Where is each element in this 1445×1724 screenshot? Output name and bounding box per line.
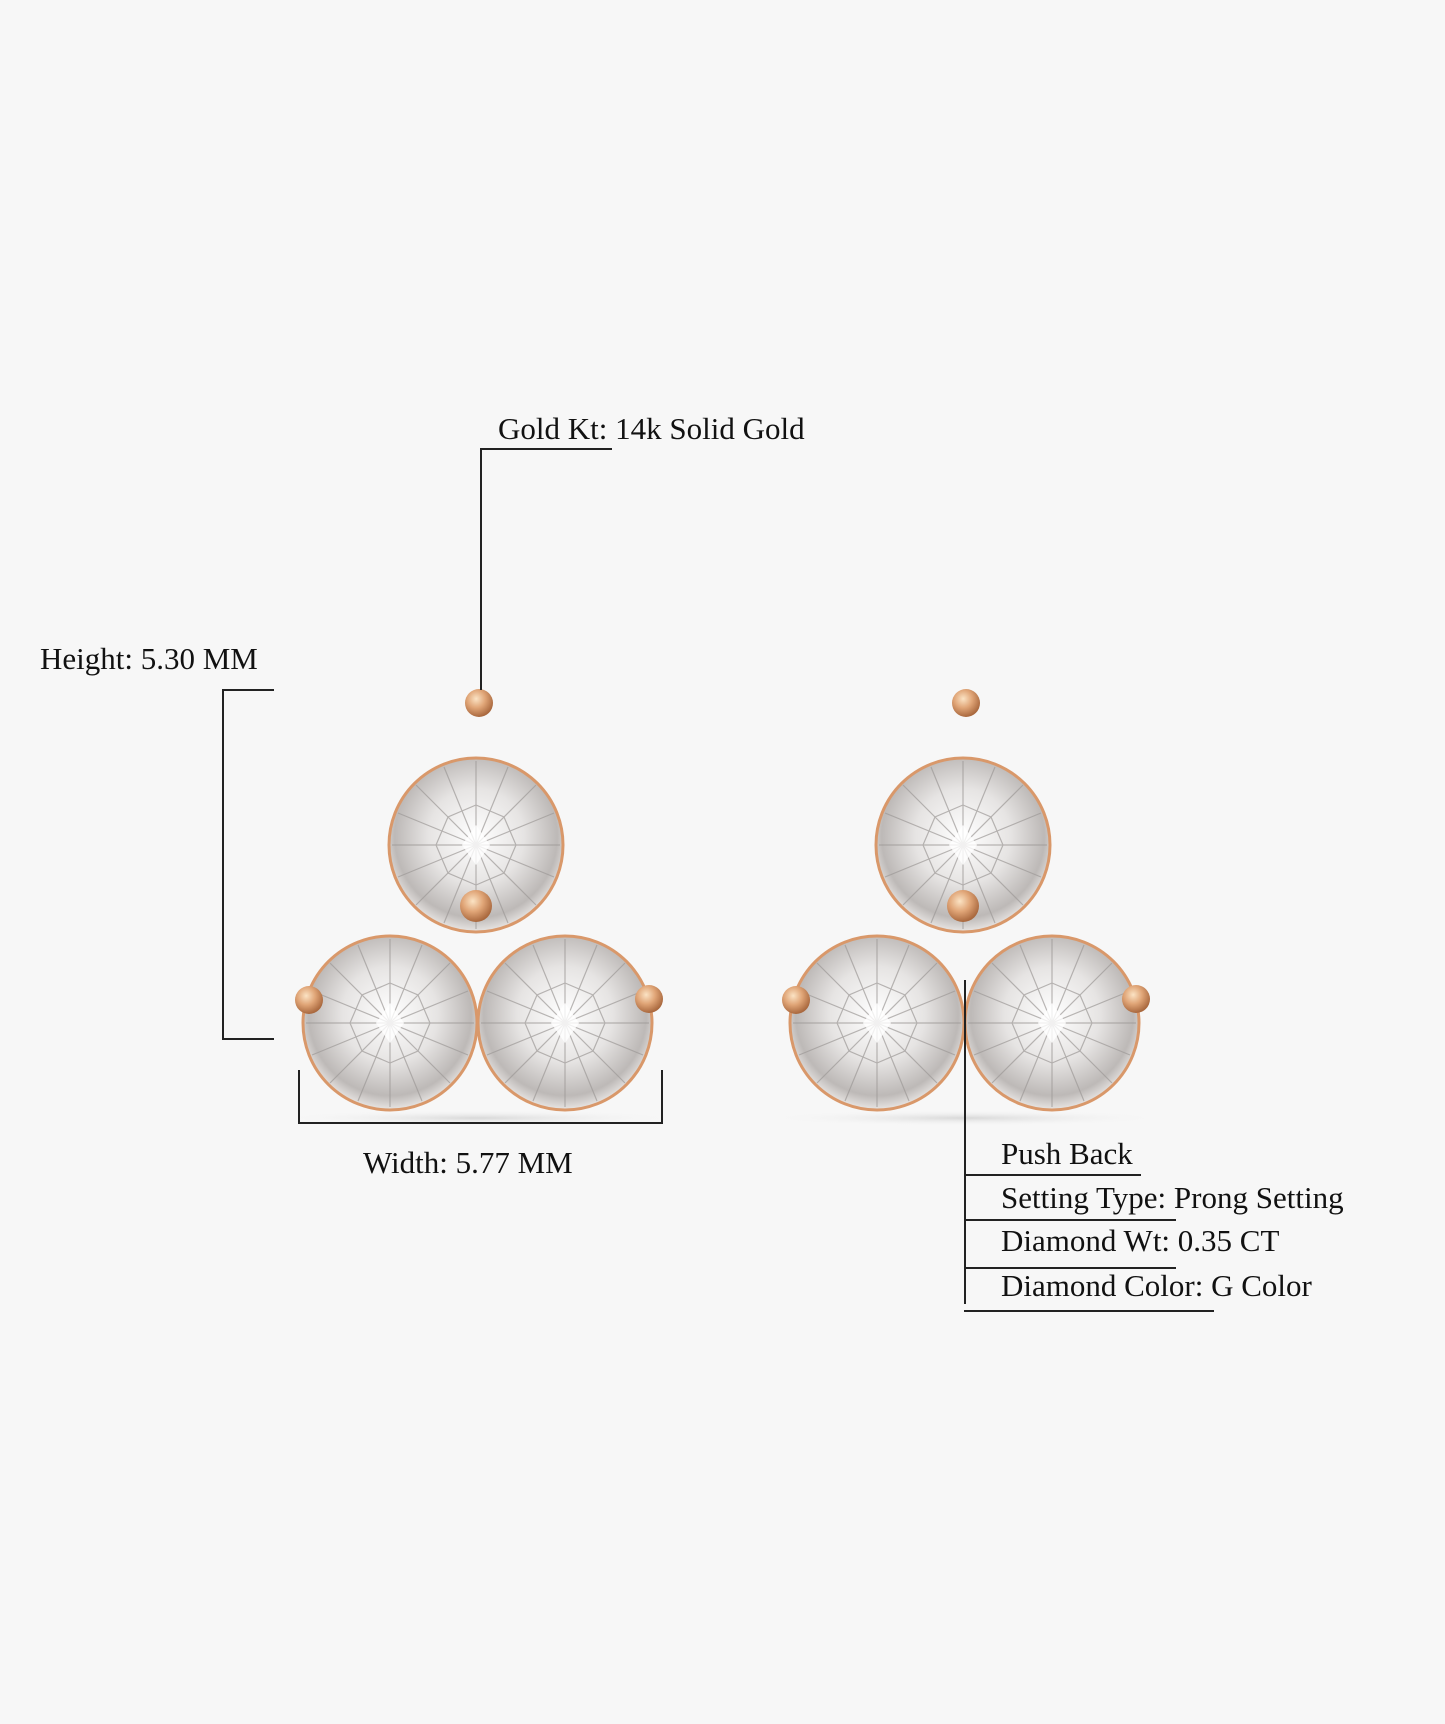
height-label: Height: 5.30 MM (40, 641, 258, 676)
gold-kt-leader-horizontal (480, 448, 612, 450)
height-bracket-bottom (222, 1038, 274, 1040)
setting-type-underline (964, 1219, 1176, 1221)
diamond-wt-underline (964, 1267, 1176, 1269)
height-bracket-vertical (222, 689, 224, 1040)
specs-leader-vertical (964, 980, 966, 1304)
height-bracket-top (222, 689, 274, 691)
width-bracket-right (661, 1070, 663, 1124)
width-label: Width: 5.77 MM (363, 1145, 573, 1180)
gold-kt-label: Gold Kt: 14k Solid Gold (498, 411, 805, 446)
diamond-color-underline (964, 1310, 1214, 1312)
width-bracket-left (298, 1070, 300, 1124)
push-back-label: Push Back (1001, 1136, 1133, 1171)
push-back-underline (964, 1174, 1141, 1176)
diamond-color-label: Diamond Color: G Color (1001, 1268, 1312, 1303)
left-earring (278, 689, 678, 1126)
width-bracket-bottom (298, 1122, 663, 1124)
gold-kt-leader-vertical (480, 448, 482, 690)
diamond-wt-label: Diamond Wt: 0.35 CT (1001, 1223, 1280, 1258)
setting-type-label: Setting Type: Prong Setting (1001, 1180, 1344, 1215)
